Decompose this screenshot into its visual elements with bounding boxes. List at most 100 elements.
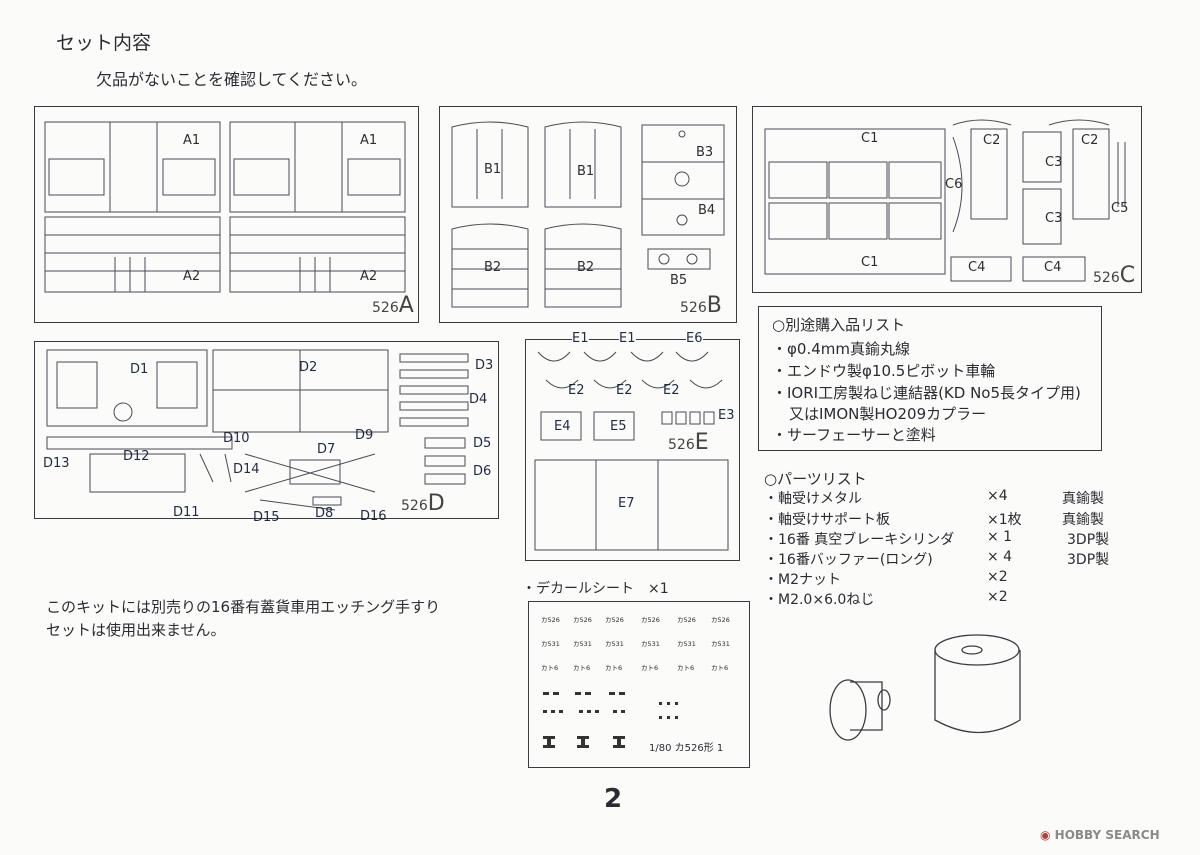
page-heading: セット内容: [56, 32, 152, 54]
part-label: E5: [610, 419, 627, 434]
parts-row-name: ・軸受けメタル: [764, 491, 862, 507]
parts-row-name: ・M2ナット: [764, 572, 841, 588]
part-label: B1: [577, 164, 595, 179]
part-label: B2: [484, 260, 502, 275]
part-label: E6: [686, 331, 703, 346]
part-label: C5: [1111, 201, 1129, 216]
part-label: D9: [355, 428, 374, 443]
purchase-list-item: 又はIMON製HO209カプラー: [789, 405, 987, 423]
sheet-tag: 526B: [680, 293, 722, 318]
part-label: B3: [696, 145, 714, 160]
part-label: E7: [618, 496, 635, 511]
part-label: A2: [360, 269, 378, 284]
part-label: D4: [469, 392, 488, 407]
sheet-e-drawing: [534, 351, 729, 551]
part-label: C3: [1045, 155, 1063, 170]
part-label: E2: [616, 383, 633, 398]
decal-mark: カ526: [573, 616, 592, 624]
etching-sheet-a: A1 A1 A2 A2 526A: [34, 106, 419, 323]
parts-row-qty: ×4: [987, 488, 1008, 504]
decal-mark: カ526: [677, 616, 696, 624]
part-label: B4: [698, 203, 716, 218]
decal-mark: カ531: [677, 640, 696, 648]
part-label: C4: [1044, 260, 1062, 275]
part-label: D8: [315, 506, 334, 521]
decal-mark: カト6: [677, 664, 695, 672]
part-label: D2: [299, 360, 318, 375]
decal-mark: カ531: [605, 640, 624, 648]
part-label: E4: [554, 419, 571, 434]
purchase-list-box: ○別途購入品リスト ・φ0.4mm真鍮丸線 ・エンドウ製φ10.5ピボット車輪 …: [758, 306, 1102, 451]
part-label: D16: [360, 509, 387, 524]
part-label: B5: [670, 273, 688, 288]
parts-row-material: 真鍮製: [1062, 491, 1104, 507]
decal-mark: カト6: [711, 664, 729, 672]
decal-mark: カト6: [605, 664, 623, 672]
decal-symbols: [543, 692, 678, 748]
page-subheading: 欠品がないことを確認してください。: [96, 70, 368, 89]
sheet-c-drawing: [764, 119, 1126, 282]
decal-mark: カ526: [605, 616, 624, 624]
decal-mark: カ526: [711, 616, 730, 624]
part-label: D11: [173, 505, 200, 520]
decal-footer: 1/80 カ526形 1: [649, 743, 724, 754]
part-label: E1: [572, 331, 589, 346]
note-line-1: このキットには別売りの16番有蓋貨車用エッチング手すり: [46, 598, 441, 616]
part-label: D15: [253, 510, 280, 525]
part-label: C2: [1081, 133, 1099, 148]
decal-mark: カト6: [541, 664, 559, 672]
part-label: C6: [945, 177, 963, 192]
part-label: E3: [718, 408, 735, 423]
parts-row-name: ・16番バッファー(ロング): [764, 552, 933, 568]
part-label: D6: [473, 464, 492, 479]
watermark-icon: ◉: [1040, 828, 1055, 842]
decal-mark: カ526: [641, 616, 660, 624]
part-label: C1: [861, 255, 879, 270]
purchase-list-item: ・φ0.4mm真鍮丸線: [772, 340, 910, 358]
purchase-list-item: ・サーフェーサーと塗料: [772, 426, 936, 444]
parts-row-qty: ×1枚: [987, 512, 1022, 528]
parts-row-material: 真鍮製: [1062, 512, 1104, 528]
purchase-list-item: ・エンドウ製φ10.5ピボット車輪: [772, 362, 996, 380]
purchase-list-title: ○別途購入品リスト: [772, 316, 906, 334]
sheet-tag: 526D: [401, 491, 445, 516]
decal-mark: カ531: [641, 640, 660, 648]
note-line-2: セットは使用出来ません。: [46, 621, 226, 639]
part-label: D13: [43, 456, 70, 471]
sheet-d-drawing: [46, 349, 469, 511]
part-label: A1: [183, 133, 201, 148]
part-label: D14: [233, 462, 260, 477]
parts-row-qty: ×2: [987, 569, 1008, 585]
sheet-tag: 526A: [372, 293, 414, 318]
decal-mark: カ531: [541, 640, 560, 648]
sheet-tag: 526E: [668, 430, 709, 455]
part-label: E2: [568, 383, 585, 398]
part-label: B2: [577, 260, 595, 275]
part-label: C2: [983, 133, 1001, 148]
purchase-list-item: ・IORI工房製ねじ連結器(KD No5長タイプ用): [772, 384, 1081, 402]
part-label: B1: [484, 162, 502, 177]
etching-sheet-d: D1 D2 D3 D4 D10 D9 D5 D7 D12 D13 D14 D6 …: [34, 341, 499, 525]
part-label: A2: [183, 269, 201, 284]
parts-list-title: ○パーツリスト: [764, 470, 867, 488]
decal-mark: カト6: [641, 664, 659, 672]
parts-row-name: ・M2.0×6.0ねじ: [764, 592, 875, 608]
parts-row-material: 3DP製: [1067, 552, 1110, 568]
decal-mark: カ531: [711, 640, 730, 648]
parts-row-qty: ×2: [987, 589, 1008, 605]
etching-sheet-c: C1 C2 C2 C3 C3 C6 C5 C1 C4 C4 526C: [752, 106, 1142, 293]
sheet-a-drawing: [44, 121, 406, 293]
etching-sheet-e: E1 E1 E6 E2 E2 E2 E4 E5 E3 E7 526E: [525, 331, 740, 561]
part-label: D1: [130, 362, 149, 377]
etching-sheet-b: B1 B1 B3 B4 B2 B2 B5 526B: [439, 106, 737, 323]
part-label: C1: [861, 131, 879, 146]
decal-mark: カト6: [573, 664, 591, 672]
part-label: C4: [968, 260, 986, 275]
sheet-tag: 526C: [1093, 263, 1136, 288]
part-label: E1: [619, 331, 636, 346]
page-number: 2: [604, 784, 623, 814]
part-label: C3: [1045, 211, 1063, 226]
parts-row-qty: × 1: [987, 529, 1013, 545]
watermark-logo: ◉ HOBBY SEARCH: [1040, 828, 1160, 842]
decal-mark: カ526: [541, 616, 560, 624]
